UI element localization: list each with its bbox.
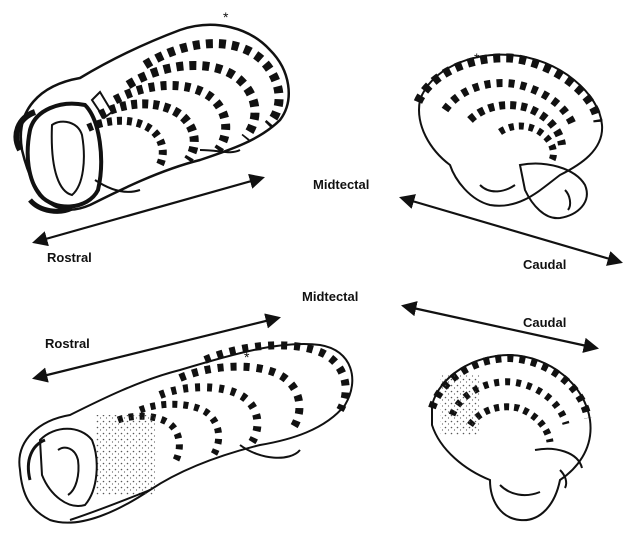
top-caudal-arrow — [402, 198, 620, 262]
top-midtectal-label: Midtectal — [313, 177, 369, 192]
bottom-caudal-arrow — [404, 306, 596, 348]
bottom-rostral-series — [19, 344, 352, 523]
top-rostral-label: Rostral — [47, 250, 92, 265]
bottom-midtectal-label: Midtectal — [302, 289, 358, 304]
top-caudal-label: Caudal — [523, 257, 566, 272]
asterisk-marker: * — [244, 349, 250, 365]
bottom-rostral-label: Rostral — [45, 336, 90, 351]
top-caudal-section — [418, 55, 602, 219]
top-rostral-series — [16, 25, 288, 211]
asterisk-marker: * — [223, 9, 229, 25]
bottom-caudal-section — [432, 355, 591, 520]
asterisk-marker: * — [474, 50, 480, 66]
bottom-caudal-label: Caudal — [523, 315, 566, 330]
